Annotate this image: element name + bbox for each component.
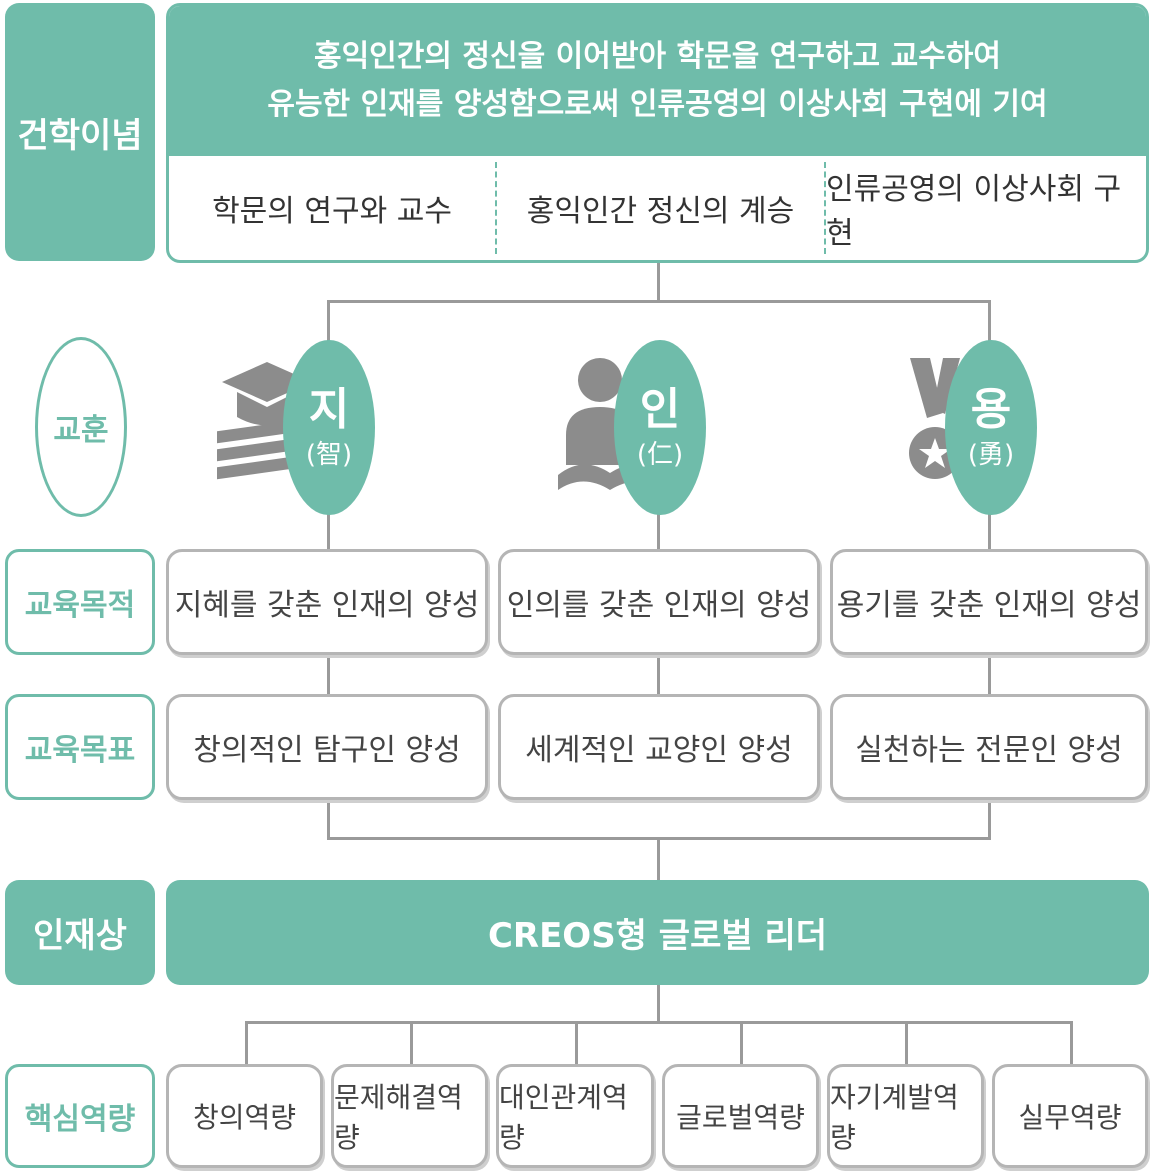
motto-hanja-2: (仁) (636, 439, 684, 470)
founding-statement: 홍익인간의 정신을 이어받아 학문을 연구하고 교수하여 유능한 인재를 양성함… (169, 6, 1146, 156)
founding-label-text: 건학이념 (17, 115, 143, 156)
competency-item-2-text: 문제해결역량 (334, 1081, 463, 1154)
motto-char-3: 용 (970, 383, 1012, 435)
competency-item-3-text: 대인관계역량 (499, 1081, 628, 1154)
goals-item-3-text: 실천하는 전문인 양성 (855, 733, 1123, 768)
goals-item-2: 세계적인 교양인 양성 (498, 694, 820, 800)
purpose-item-3-text: 용기를 갖춘 인재의 양성 (836, 588, 1142, 623)
purpose-item-2: 인의를 갖춘 인재의 양성 (498, 549, 820, 655)
goals-item-1-text: 창의적인 탐구인 양성 (193, 733, 461, 768)
competency-label-text: 핵심역량 (24, 1102, 136, 1137)
founding-divider-2 (824, 162, 826, 254)
founding-line-1: 홍익인간의 정신을 이어받아 학문을 연구하고 교수하여 (313, 39, 1002, 74)
competency-item-2: 문제해결역량 (331, 1064, 488, 1168)
competency-item-5-text: 자기계발역량 (830, 1081, 959, 1154)
founding-divider-1 (495, 162, 497, 254)
founding-panel: 홍익인간의 정신을 이어받아 학문을 연구하고 교수하여 유능한 인재를 양성함… (166, 3, 1149, 263)
talent-label: 인재상 (5, 880, 155, 985)
motto-hanja-3: (勇) (967, 439, 1015, 470)
competency-item-1: 창의역량 (166, 1064, 323, 1168)
competency-item-6-text: 실무역량 (1018, 1101, 1122, 1134)
competency-item-5: 자기계발역량 (827, 1064, 984, 1168)
motto-hanja-1: (智) (305, 439, 353, 470)
goals-item-3: 실천하는 전문인 양성 (830, 694, 1148, 800)
founding-item-2-text: 홍익인간 정신의 계승 (526, 194, 795, 229)
founding-item-1: 학문의 연구와 교수 (169, 156, 495, 260)
competency-item-4: 글로벌역량 (662, 1064, 819, 1168)
motto-circle-1: 지 (智) (283, 340, 375, 515)
goals-label: 교육목표 (5, 694, 155, 800)
purpose-label-text: 교육목적 (24, 588, 136, 623)
purpose-item-1-text: 지혜를 갖춘 인재의 양성 (174, 588, 480, 623)
founding-item-3: 인류공영의 이상사회 구현 (826, 156, 1146, 260)
purpose-label: 교육목적 (5, 549, 155, 655)
goals-label-text: 교육목표 (24, 733, 136, 768)
motto-label: 교훈 (35, 337, 127, 517)
talent-label-text: 인재상 (33, 916, 127, 956)
motto-circle-3: 용 (勇) (945, 340, 1037, 515)
competency-item-3: 대인관계역량 (496, 1064, 654, 1168)
goals-item-2-text: 세계적인 교양인 양성 (525, 733, 793, 768)
founding-item-2: 홍익인간 정신의 계승 (497, 156, 824, 260)
purpose-item-2-text: 인의를 갖춘 인재의 양성 (506, 588, 812, 623)
competency-item-6: 실무역량 (992, 1064, 1148, 1168)
talent-value: CREOS형 글로벌 리더 (487, 916, 828, 956)
founding-item-3-text: 인류공영의 이상사회 구현 (826, 172, 1122, 251)
competency-label: 핵심역량 (5, 1064, 155, 1168)
founding-item-1-text: 학문의 연구와 교수 (212, 194, 452, 229)
motto-label-text: 교훈 (53, 413, 109, 448)
competency-item-1-text: 창의역량 (192, 1101, 297, 1134)
founding-line-2: 유능한 인재를 양성함으로써 인류공영의 이상사회 구현에 기여 (267, 87, 1048, 122)
motto-char-2: 인 (639, 383, 681, 435)
motto-char-1: 지 (308, 383, 350, 435)
purpose-item-1: 지혜를 갖춘 인재의 양성 (166, 549, 488, 655)
competency-item-4-text: 글로벌역량 (676, 1101, 805, 1134)
motto-circle-2: 인 (仁) (614, 340, 706, 515)
goals-item-1: 창의적인 탐구인 양성 (166, 694, 488, 800)
purpose-item-3: 용기를 갖춘 인재의 양성 (830, 549, 1148, 655)
talent-banner: CREOS형 글로벌 리더 (166, 880, 1149, 985)
founding-label: 건학이념 (5, 3, 155, 261)
